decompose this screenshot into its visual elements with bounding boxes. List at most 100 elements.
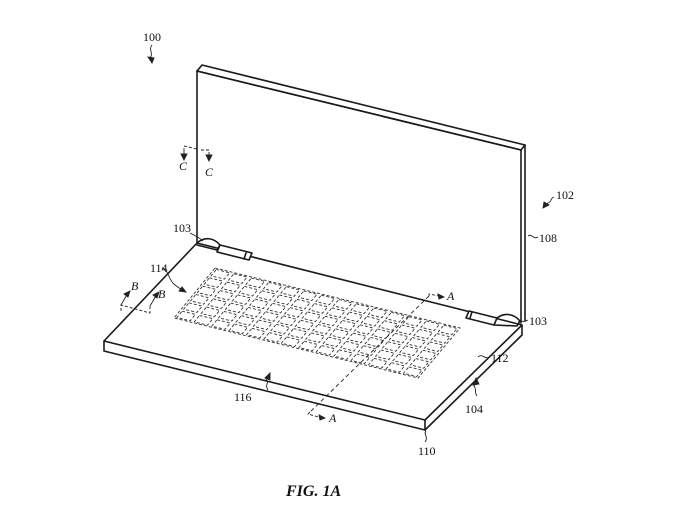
key [353,324,375,335]
section-c-left: C [179,159,188,173]
key [297,290,318,302]
key [388,332,409,344]
key [371,328,392,340]
key [176,310,197,322]
label-display-housing: 108 [539,231,557,245]
key [402,316,423,327]
key [245,327,266,339]
key [367,307,388,319]
key [214,289,235,301]
key [329,328,350,339]
key [193,314,214,326]
section-line-a [307,293,446,421]
key [385,362,406,373]
label-base-portion: 104 [465,402,483,416]
key [308,303,329,314]
label-keyboard-region: 114 [150,261,168,275]
key [325,307,346,318]
key [255,290,277,301]
key [346,332,368,344]
key [273,294,294,306]
key [437,324,458,336]
key [304,332,326,343]
key [332,349,354,360]
key [203,277,224,288]
key [298,340,319,352]
key [235,315,256,326]
key [182,302,204,313]
key [227,273,248,284]
key [238,285,259,297]
leader-lines [147,44,555,443]
key [395,324,416,336]
key [280,286,301,297]
label-top-case: 112 [491,351,509,365]
key [416,349,437,361]
hinge-left [196,237,253,261]
section-b-left: B [131,279,139,293]
key [196,285,217,297]
label-device: 100 [143,30,161,44]
key [357,345,378,356]
key [315,344,336,356]
label-front-edge: 116 [234,390,252,404]
key [231,294,252,305]
label-hinge-right: 103 [529,314,547,328]
display-lid [196,64,526,324]
key [290,298,312,310]
label-hinge-left: 103 [173,221,191,235]
key [402,366,423,378]
key [262,281,283,293]
key [207,298,228,309]
key [200,306,221,318]
section-line-b [120,290,160,314]
key [374,349,396,361]
key [189,293,210,305]
key [367,357,389,369]
key [259,311,280,322]
key [217,310,238,322]
key [315,294,336,306]
key [294,319,315,331]
key [210,268,231,280]
key [210,319,232,330]
key [242,306,263,318]
section-a-top: A [447,289,455,303]
key [406,337,427,348]
figure-caption: FIG. 1A [286,483,342,500]
key [311,323,333,335]
key [336,319,357,331]
section-c-right: C [205,165,214,179]
key [343,311,364,323]
key [364,336,385,348]
key [318,315,340,327]
key [270,323,291,335]
key [350,303,371,314]
key [339,340,361,352]
key [350,353,371,365]
key [228,323,249,335]
key [385,311,406,323]
key [381,341,402,352]
key [220,281,242,293]
key [252,319,273,331]
key [360,315,381,327]
section-a-bottom: A [329,411,337,425]
key [378,320,399,331]
key [413,328,434,340]
key [245,277,266,289]
key [249,298,270,310]
section-line-c [180,145,213,163]
key [224,302,245,314]
key [430,333,451,344]
key [266,302,287,314]
keyboard-region [173,267,461,379]
label-base-housing: 110 [418,444,436,458]
key [409,358,430,369]
key [287,328,308,339]
key [301,311,322,323]
section-b-right: B [158,287,166,301]
key [423,341,444,353]
